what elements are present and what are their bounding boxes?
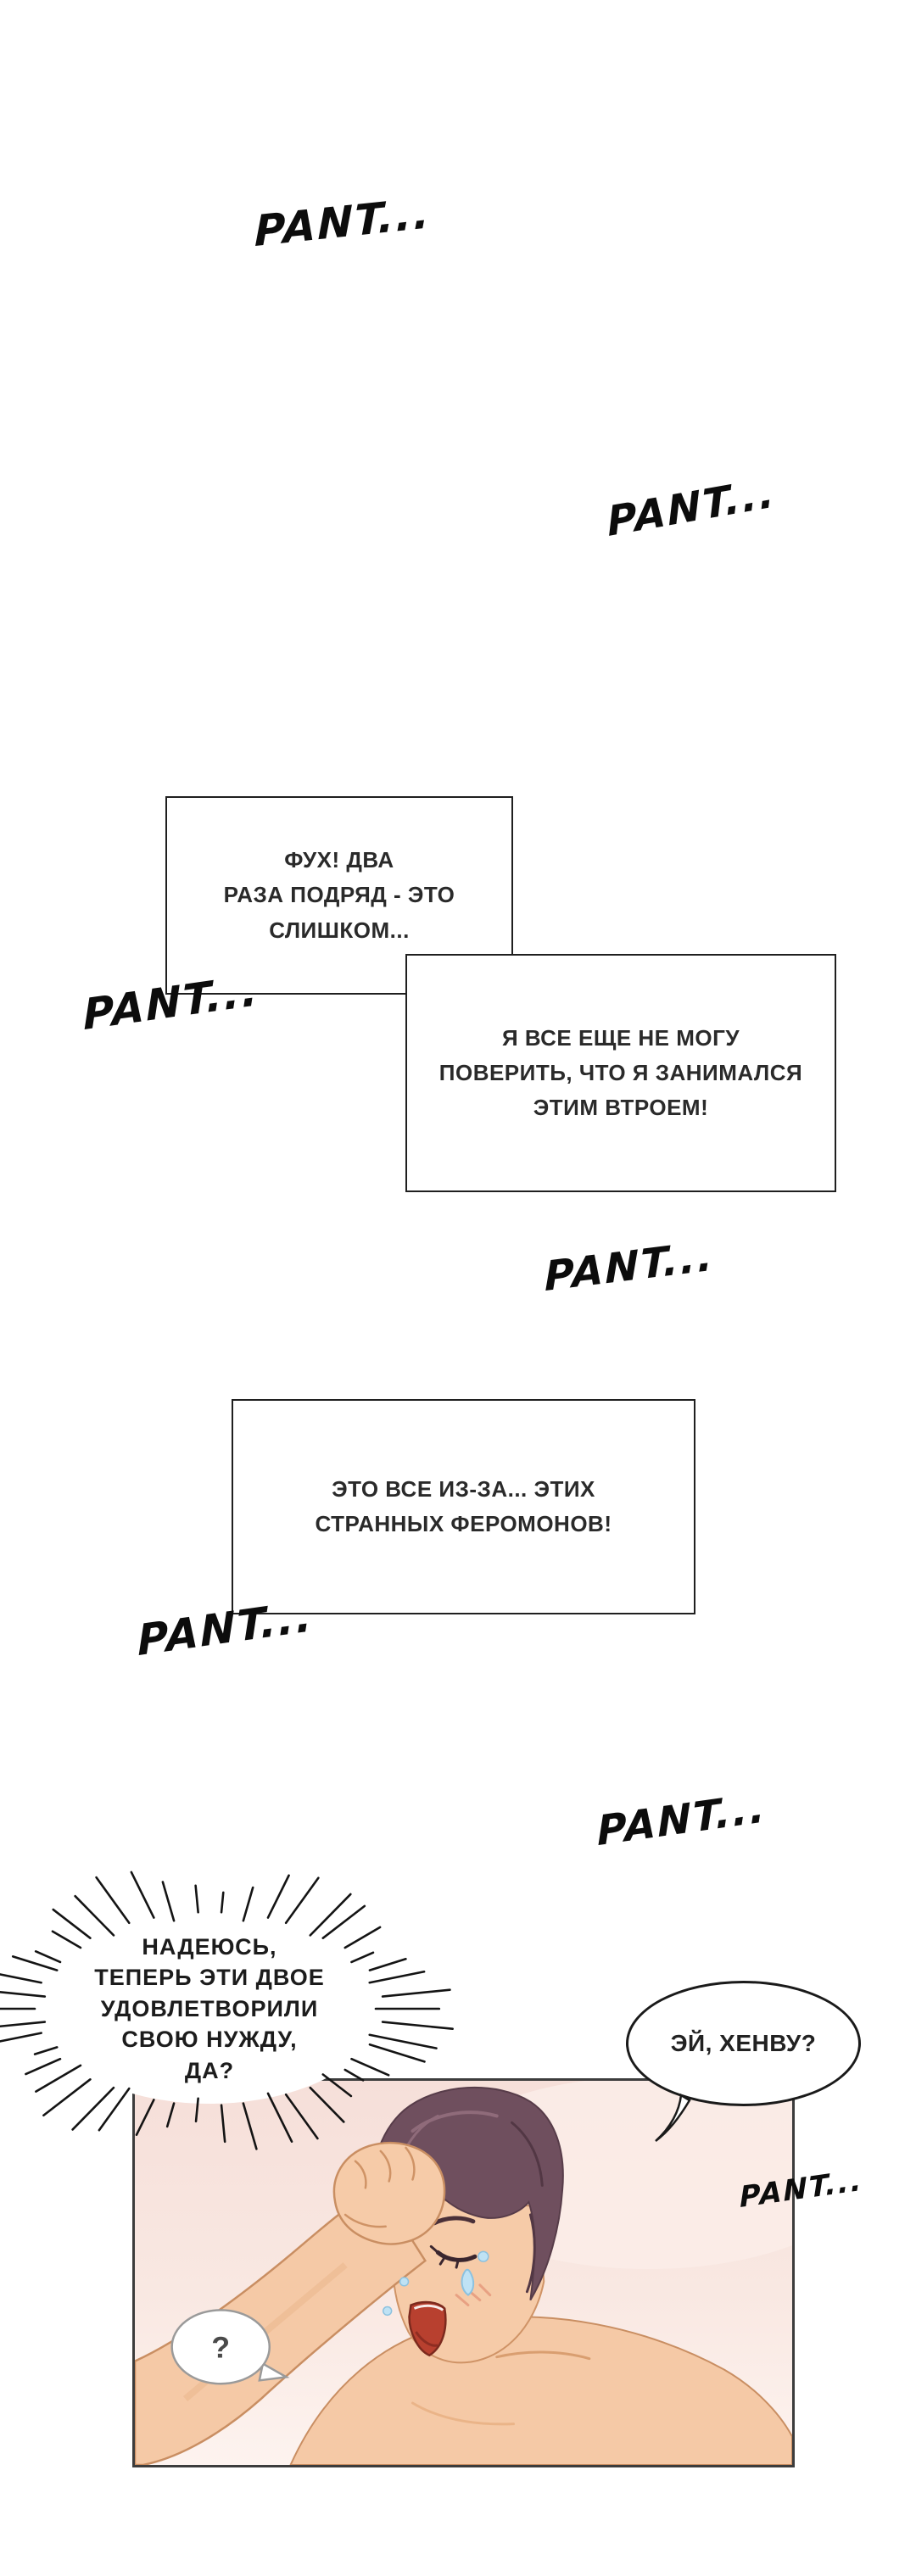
- character-forearm: [135, 2186, 427, 2465]
- character-chest: [289, 2316, 792, 2465]
- tear-droplet-3: [382, 2306, 393, 2317]
- hair-highlight-1: [411, 2110, 499, 2133]
- tear-drop: [461, 2268, 475, 2296]
- burst-text: НАДЕЮСЬ, ТЕПЕРЬ ЭТИ ДВОЕ УДОВЛЕТВОРИЛИ С…: [94, 1934, 325, 2083]
- chest-line: [411, 2401, 516, 2426]
- question-bubble: [170, 2309, 271, 2385]
- hair-strand-2: [525, 2213, 536, 2294]
- tear-droplet-1: [478, 2250, 489, 2262]
- question-bubble-tail: [258, 2361, 290, 2382]
- burst-fill: [38, 1914, 381, 2104]
- character-mouth: [408, 2300, 447, 2357]
- collarbone-line: [495, 2350, 591, 2361]
- panel-illustration: ?: [135, 2081, 792, 2465]
- fist-crease: [344, 2213, 387, 2228]
- character-eye: [435, 2250, 478, 2262]
- comic-panel: ?: [132, 2078, 795, 2467]
- burst-bubble: НАДЕЮСЬ, ТЕПЕРЬ ЭТИ ДВОЕ УДОВЛЕТВОРИЛИ С…: [0, 1858, 475, 2163]
- tear-droplet-2: [399, 2277, 410, 2287]
- dialogue-box-1: ФУХ! ДВА РАЗА ПОДРЯД - ЭТО СЛИШКОМ...: [165, 796, 513, 995]
- teeth-line: [413, 2304, 444, 2311]
- speech-bubble: ЭЙ, ХЕНВУ?: [626, 1981, 861, 2142]
- dialogue-text-2: Я ВСЕ ЕЩЕ НЕ МОГУ ПОВЕРИТЬ, ЧТО Я ЗАНИМА…: [438, 1024, 803, 1121]
- speech-bubble-text: ЭЙ, ХЕНВУ?: [670, 2030, 817, 2056]
- dialogue-box-3: ЭТО ВСЕ ИЗ-ЗА... ЭТИХ СТРАННЫХ ФЕРОМОНОВ…: [232, 1399, 695, 1614]
- speech-bubble-tail: [655, 2093, 691, 2142]
- sfx-pant-4: PANT...: [544, 1232, 715, 1302]
- sfx-pant-1: PANT...: [254, 187, 432, 257]
- dialogue-box-2: Я ВСЕ ЕЩЕ НЕ МОГУ ПОВЕРИТЬ, ЧТО Я ЗАНИМА…: [405, 954, 836, 1192]
- sfx-pant-5: PANT...: [136, 1591, 315, 1666]
- dialogue-text-1: ФУХ! ДВА РАЗА ПОДРЯД - ЭТО СЛИШКОМ...: [223, 847, 455, 943]
- sfx-pant-2: PANT...: [606, 468, 778, 547]
- burst-rays: [0, 1871, 454, 2150]
- character-eyebrow: [432, 2216, 476, 2226]
- question-mark-text: ?: [211, 2331, 230, 2365]
- hair-strand-1: [511, 2121, 544, 2187]
- eye-lashes: [429, 2244, 460, 2269]
- dialogue-text-3: ЭТО ВСЕ ИЗ-ЗА... ЭТИХ СТРАННЫХ ФЕРОМОНОВ…: [315, 1475, 612, 1536]
- knuckle-lines: [354, 2146, 416, 2189]
- sfx-pant-6: PANT...: [596, 1783, 768, 1856]
- mouth-shadow: [415, 2331, 438, 2347]
